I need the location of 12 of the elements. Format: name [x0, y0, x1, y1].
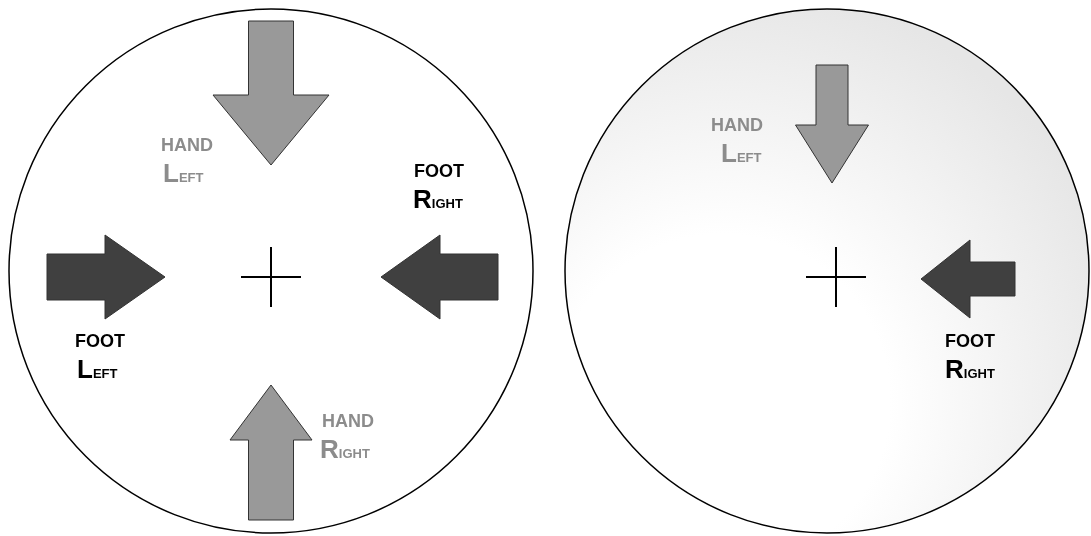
body-part-label: FOOT: [75, 332, 125, 350]
limb-label: LEFT: [163, 160, 204, 186]
limb-label: RIGHT: [413, 186, 463, 212]
body-part-label: HAND: [161, 136, 213, 154]
body-part-label: FOOT: [414, 162, 464, 180]
body-part-label: FOOT: [945, 332, 995, 350]
limb-label: RIGHT: [945, 356, 995, 382]
limb-label: LEFT: [77, 356, 118, 382]
limb-label: LEFT: [721, 140, 762, 166]
body-part-label: HAND: [711, 116, 763, 134]
body-part-label: HAND: [322, 412, 374, 430]
limb-label: RIGHT: [320, 436, 370, 462]
